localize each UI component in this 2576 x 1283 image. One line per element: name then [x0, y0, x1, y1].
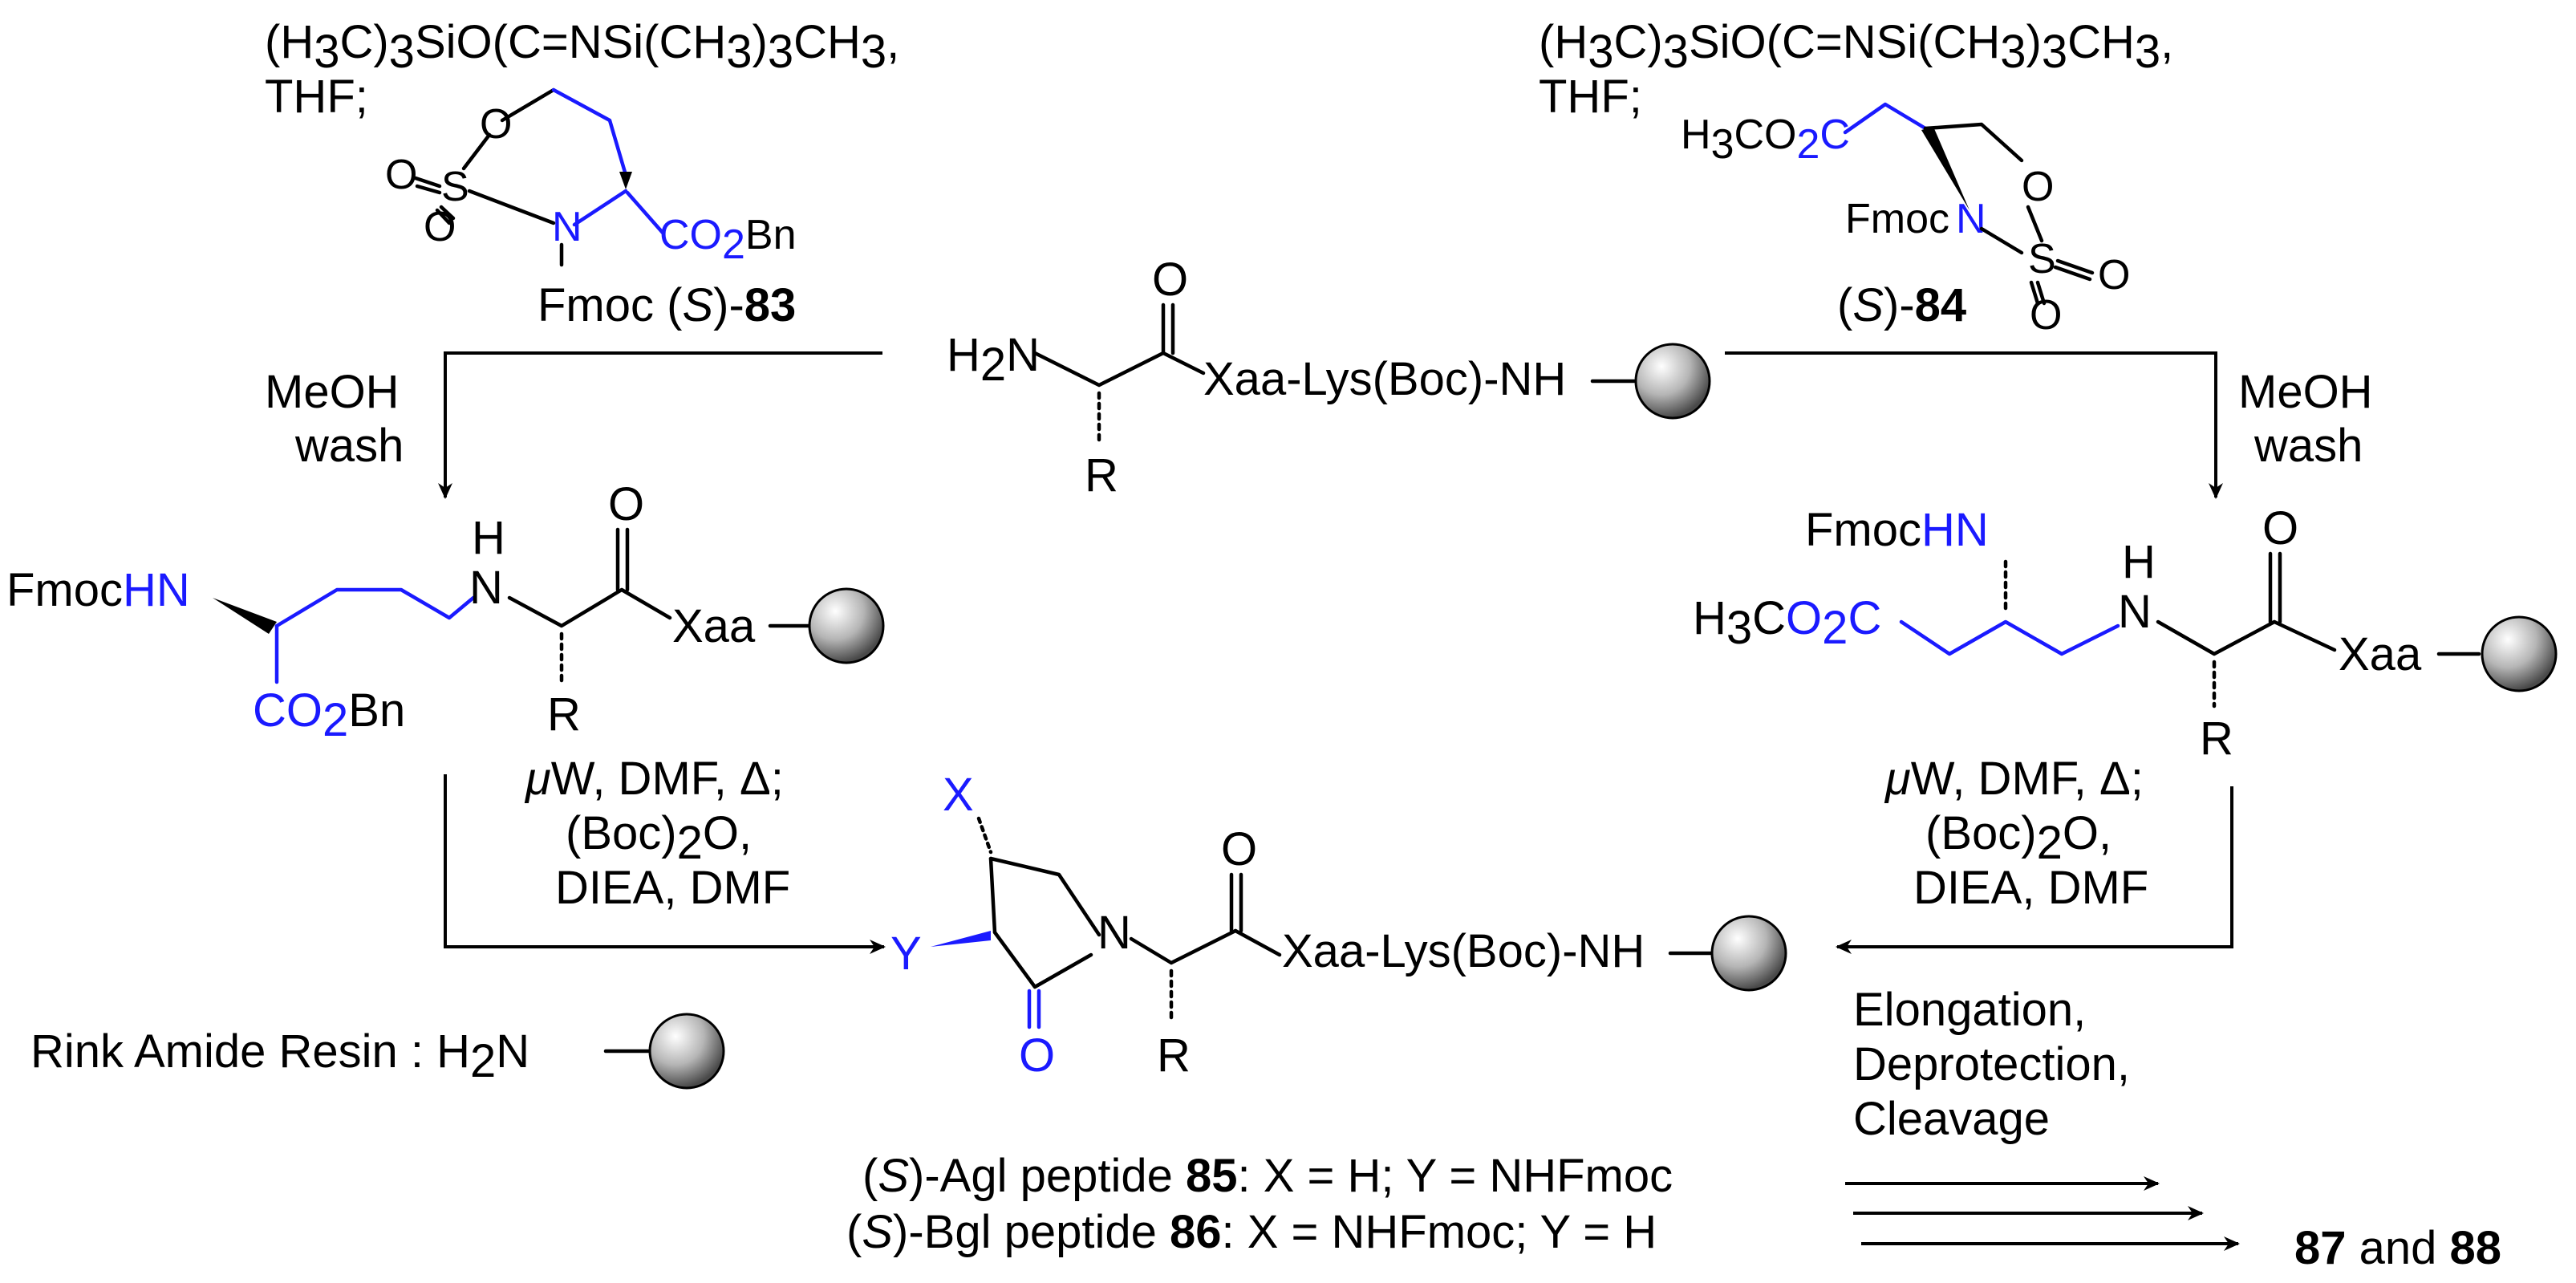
- xaa-left: Xaa: [672, 600, 756, 652]
- lactam-n: N: [1097, 907, 1131, 959]
- conditions-left-1: μW, DMF, Δ;: [524, 753, 784, 805]
- carbonyl-o-left: O: [608, 478, 644, 530]
- h2n-start: H2N: [947, 329, 1040, 391]
- carbonyl-o-start: O: [1152, 254, 1188, 306]
- product-peptide-text: Xaa-Lys(Boc)-NH: [1282, 925, 1645, 977]
- wash-right: wash: [2253, 420, 2363, 472]
- ring-nitrogen: N: [552, 204, 582, 250]
- conditions-right-3: DIEA, DMF: [1913, 862, 2148, 914]
- resin-bead-left: [808, 587, 885, 664]
- rink-resin-legend: Rink Amide Resin : H2N: [30, 1013, 725, 1090]
- h-left: H: [472, 512, 505, 564]
- conditions-left-3: DIEA, DMF: [555, 862, 790, 914]
- start-peptide: H2N O R Xaa-Lys(Boc)-NH: [947, 254, 1711, 501]
- wash-left: wash: [294, 420, 404, 472]
- product-lactam: X Y O N O R Xaa-Lys(Boc)-NH: [890, 769, 1787, 1082]
- r-right: R: [2200, 713, 2233, 765]
- arrow-left-down: [438, 351, 882, 499]
- sulfonyl-oxygen-upper: O: [385, 152, 417, 198]
- r-start: R: [1085, 449, 1118, 501]
- agl-peptide-label: (S)-Agl peptide 85: X = H; Y = NHFmoc: [862, 1150, 1673, 1202]
- n-right: N: [2118, 586, 2152, 638]
- bgl-peptide-label: (S)-Bgl peptide 86: X = NHFmoc; Y = H: [846, 1206, 1657, 1258]
- ring-oxygen-84: O: [2022, 164, 2054, 210]
- h-right: H: [2122, 536, 2156, 588]
- final-products: 87 and 88: [2294, 1222, 2501, 1274]
- carbonyl-o-product: O: [1221, 823, 1257, 875]
- thf-left: THF;: [265, 71, 368, 123]
- fmochn-right: FmocHN: [1805, 504, 1989, 556]
- arrow-right-down: [1725, 351, 2223, 499]
- h3cco2c-84: H3CO2C: [1681, 112, 1850, 168]
- arrow-left-to-product: [444, 774, 886, 954]
- deprotection-text: Deprotection,: [1853, 1038, 2130, 1090]
- cleavage-text: Cleavage: [1853, 1093, 2050, 1145]
- x-substituent: X: [943, 769, 974, 821]
- fmoc-83-label: Fmoc (S)-83: [538, 279, 796, 331]
- xaa-right: Xaa: [2339, 628, 2422, 680]
- conditions-right-1: μW, DMF, Δ;: [1884, 753, 2144, 805]
- fmoc-84: Fmoc: [1845, 196, 1949, 242]
- resin-bead-start: [1634, 343, 1711, 420]
- sulfur-84: S: [2028, 236, 2056, 282]
- resin-bead-product: [1710, 915, 1787, 992]
- carbonyl-o-right: O: [2262, 502, 2298, 554]
- co2bn-83: CO2Bn: [659, 212, 797, 268]
- rink-resin-text: Rink Amide Resin : H2N: [30, 1025, 529, 1087]
- y-substituent: Y: [890, 928, 922, 980]
- compound-84-structure: H3CO2C O Fmoc N S O O: [1681, 102, 2130, 339]
- start-peptide-text: Xaa-Lys(Boc)-NH: [1203, 353, 1566, 405]
- ring-nitrogen-84: N: [1956, 196, 1986, 242]
- meoh-right: MeOH: [2238, 366, 2373, 418]
- co2bn-left: CO2Bn: [253, 684, 405, 746]
- lactam-o: O: [1019, 1029, 1055, 1082]
- silyl-reagent-right: (H3C)3SiO(C=NSi(CH3)3CH3,: [1539, 16, 2173, 78]
- elongation-text: Elongation,: [1853, 984, 2086, 1036]
- h3cco2c-right: H3CO2C: [1693, 592, 1881, 654]
- right-intermediate: FmocHN H3CO2C H N O R Xaa: [1693, 502, 2558, 765]
- compound-83-structure: O O S O N CO2Bn: [385, 87, 797, 268]
- compound-84-label: (S)-84: [1837, 279, 1966, 331]
- n-left: N: [469, 562, 503, 614]
- silyl-reagent-left: (H3C)3SiO(C=NSi(CH3)3CH3,: [265, 16, 899, 78]
- sulfur-atom: S: [441, 164, 469, 210]
- conditions-right-2: (Boc)2O,: [1925, 807, 2112, 869]
- arrow-right-to-product: [1836, 786, 2233, 954]
- conditions-left-2: (Boc)2O,: [566, 807, 752, 869]
- fmochn-left: FmocHN: [6, 564, 190, 616]
- resin-bead-right: [2481, 615, 2558, 692]
- meoh-left: MeOH: [265, 366, 400, 418]
- resin-bead-legend: [648, 1013, 725, 1090]
- r-left: R: [547, 688, 581, 741]
- sulfonyl-o-right: O: [2098, 252, 2130, 298]
- r-product: R: [1157, 1029, 1191, 1082]
- left-intermediate: FmocHN CO2Bn H N O R Xaa: [6, 478, 885, 746]
- thf-right: THF;: [1539, 71, 1642, 123]
